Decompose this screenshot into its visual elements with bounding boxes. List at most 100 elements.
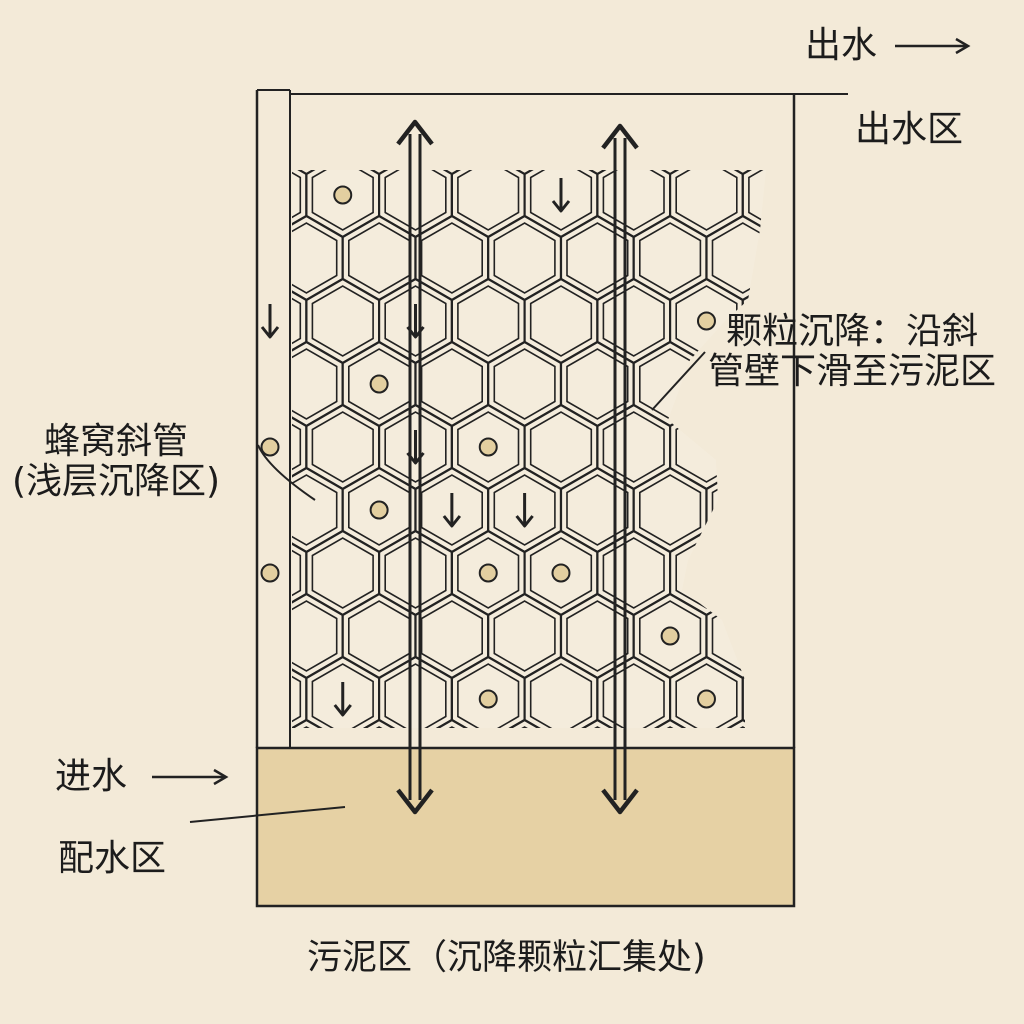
honeycomb-line1: 蜂窝斜管 — [44, 421, 189, 462]
particle-settling-label: 颗粒沉降：沿斜 管壁下滑至污泥区 — [708, 312, 996, 392]
inlet-arrow-label: 进水 — [55, 757, 127, 797]
honeycomb-cell — [705, 466, 766, 554]
honeycomb-cell-inner — [384, 537, 447, 609]
honeycomb-cell-inner — [566, 222, 629, 294]
distribution-leader-line — [189, 806, 346, 823]
tank-body — [255, 89, 848, 908]
honeycomb-cell-inner — [420, 600, 484, 672]
honeycomb-cell-inner — [457, 537, 520, 609]
honeycomb-label: 蜂窝斜管 (浅层沉降区) — [12, 422, 220, 502]
honeycomb-cell — [632, 718, 708, 728]
honeycomb-cell-inner — [420, 222, 484, 294]
settling-leader-line — [651, 351, 706, 411]
honeycomb-cell-inner — [566, 474, 629, 546]
down-arrow-icon — [333, 682, 352, 717]
honeycomb-cell-inner — [292, 411, 302, 483]
honeycomb-cell-inner — [292, 726, 338, 728]
honeycomb-cell — [487, 718, 563, 728]
honeycomb-cell-inner — [638, 726, 702, 728]
honeycomb-cell — [741, 529, 766, 617]
particle-settling-line1: 颗粒沉降：沿斜 — [726, 311, 979, 352]
honeycomb-cell-inner — [529, 537, 593, 609]
down-arrow-icon — [442, 493, 462, 528]
honeycomb-cell-inner — [292, 663, 302, 728]
particle-settling-line2: 管壁下滑至污泥区 — [708, 351, 997, 392]
honeycomb-cell-inner — [311, 170, 374, 231]
up-arrowhead-icon — [396, 119, 434, 146]
particle-dot-icon — [696, 311, 716, 331]
honeycomb-cell-inner — [292, 537, 302, 609]
flow-rod-left — [396, 119, 434, 815]
honeycomb-cell-inner — [638, 474, 702, 546]
honeycomb-cell-inner — [457, 663, 520, 728]
honeycomb-cell-inner — [311, 285, 374, 357]
flow-rods — [396, 119, 639, 815]
particle-dot-icon — [478, 563, 498, 583]
honeycomb-cell — [414, 718, 490, 728]
honeycomb-cell-inner — [602, 411, 665, 483]
honeycomb-cell-inner — [311, 537, 374, 609]
honeycomb-cell-inner — [347, 726, 411, 728]
honeycomb-cell-inner — [602, 537, 665, 609]
honeycomb-cell-inner — [529, 411, 593, 483]
honeycomb-cell-inner — [311, 411, 374, 483]
sludge-zone-label: 污泥区（沉降颗粒汇集处) — [307, 938, 706, 978]
honeycomb-cell-inner — [602, 285, 665, 357]
particle-dot-icon — [551, 563, 571, 583]
honeycomb-cell — [705, 718, 766, 728]
honeycomb-cell-inner — [311, 663, 374, 728]
particle-dot-icon — [478, 437, 498, 457]
particle-dot-icon — [260, 563, 280, 583]
honeycomb-cell — [559, 718, 635, 728]
honeycomb-cell-inner — [292, 474, 338, 546]
honeycomb-cell-inner — [493, 600, 556, 672]
particle-markers — [260, 178, 716, 717]
honeycomb-line2: (浅层沉降区) — [12, 461, 221, 502]
honeycomb-cell-inner — [529, 285, 593, 357]
arrow-head — [213, 768, 229, 786]
honeycomb-cell-inner — [457, 411, 520, 483]
honeycomb-leader-line — [257, 444, 316, 501]
particle-dot-icon — [260, 437, 280, 457]
honeycomb-cell-inner — [292, 222, 338, 294]
distribution-zone-label: 配水区 — [58, 838, 167, 879]
particle-dot-icon — [696, 689, 716, 709]
outlet-text: 出水 — [805, 25, 878, 66]
honeycomb-cell — [779, 594, 852, 678]
down-arrow-icon — [260, 304, 280, 339]
honeycomb-cell-inner — [748, 411, 766, 483]
honeycomb-cell — [341, 718, 417, 728]
honeycomb-tubes — [292, 170, 852, 728]
honeycomb-cell-inner — [675, 170, 738, 231]
inlet-arrow-icon — [152, 768, 229, 786]
honeycomb-cell-inner — [602, 663, 665, 728]
honeycomb-cell — [741, 403, 766, 491]
honeycomb-cell — [741, 655, 766, 728]
honeycomb-cell-inner — [457, 170, 520, 231]
honeycomb-cell-inner — [638, 600, 702, 672]
down-arrow-head — [260, 326, 280, 339]
down-arrowhead-icon — [396, 788, 434, 815]
honeycomb-cell-inner — [566, 348, 629, 420]
honeycomb-cell — [779, 216, 852, 300]
inlet-text: 进水 — [55, 756, 128, 797]
down-arrow-icon — [551, 178, 571, 213]
arrow-head — [955, 37, 971, 55]
honeycomb-cell-inner — [292, 348, 338, 420]
down-arrowhead-icon — [601, 788, 639, 815]
honeycomb-cell-inner — [748, 663, 766, 728]
honeycomb-cell-inner — [493, 348, 556, 420]
honeycomb-cell-inner — [566, 600, 629, 672]
label-pointers — [152, 37, 971, 823]
honeycomb-cell-inner — [602, 170, 665, 231]
honeycomb-cell-inner — [493, 222, 556, 294]
honeycomb-cell-inner — [675, 663, 738, 728]
honeycomb-cell-inner — [638, 222, 702, 294]
down-arrow-head — [515, 515, 534, 528]
honeycomb-cell-inner — [292, 285, 302, 357]
honeycomb-cell-inner — [384, 170, 447, 231]
honeycomb-cell-inner — [384, 411, 447, 483]
down-arrow-head — [442, 515, 462, 528]
